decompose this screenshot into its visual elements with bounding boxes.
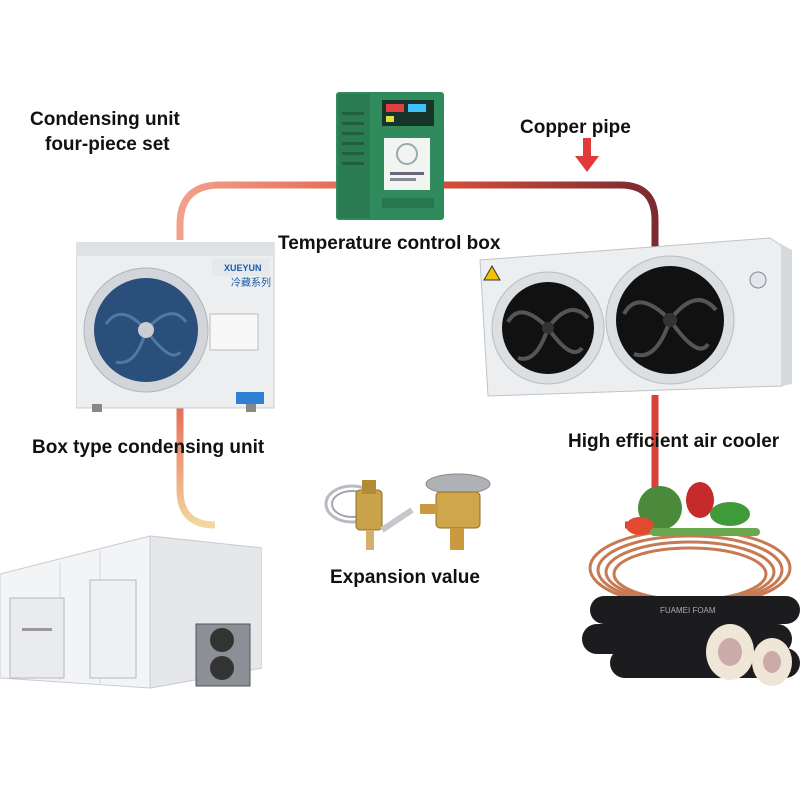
down-arrow-icon xyxy=(575,138,599,172)
box-type-condensing-unit-label: Box type condensing unit xyxy=(32,437,265,458)
high-efficient-air-cooler-label: High efficient air cooler xyxy=(568,431,780,452)
foam-brand-label: FUAMEI FOAM xyxy=(660,606,716,615)
expansion-value-label: Expansion value xyxy=(330,567,480,588)
copper-pipe-and-foam-image: FUAMEI FOAM xyxy=(582,482,800,686)
temperature-control-box-label: Temperature control box xyxy=(278,233,501,254)
pipe-top-segment xyxy=(176,181,659,255)
condensing-unit-brand: XUEYUN xyxy=(224,263,262,273)
title-line-2: four-piece set xyxy=(45,134,170,155)
copper-pipe-label: Copper pipe xyxy=(520,117,631,138)
expansion-valve-image xyxy=(324,473,491,550)
temperature-control-box-image xyxy=(336,92,444,220)
cold-room-image xyxy=(0,535,262,689)
air-cooler-image xyxy=(479,237,792,397)
pipe-left-segment xyxy=(176,405,216,529)
condensing-unit-series: 冷藏系列 xyxy=(231,276,271,289)
title-line-1: Condensing unit xyxy=(30,109,180,130)
condensing-unit-image: XUEYUN 冷藏系列 xyxy=(76,242,275,412)
